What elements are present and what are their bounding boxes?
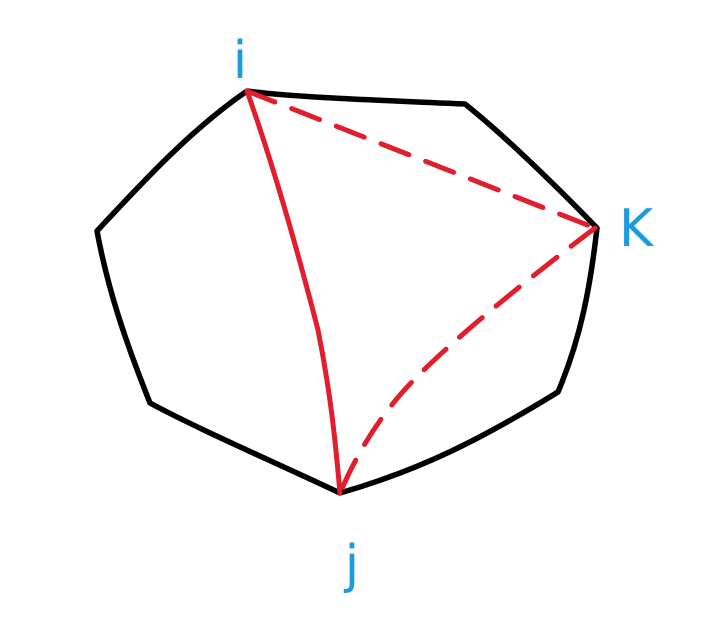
edge-k-j <box>337 225 598 496</box>
vertex-label-j: j <box>344 535 359 595</box>
vertex-label-i: i <box>233 31 247 91</box>
edge-i-j <box>244 88 343 496</box>
vertex-label-k: K <box>619 199 655 259</box>
polygon-outline <box>94 88 600 496</box>
edge-i-k <box>244 88 598 231</box>
